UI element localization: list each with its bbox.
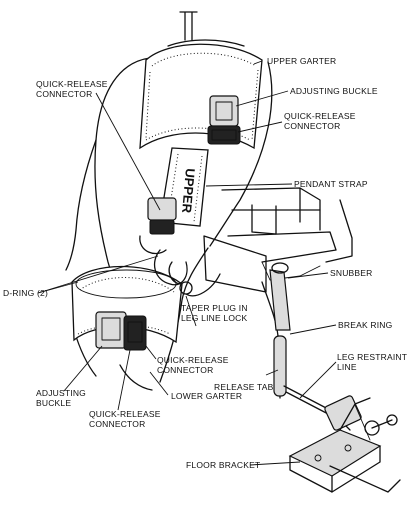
pendant-quick-release xyxy=(139,197,177,255)
label-line: CONNECTOR xyxy=(284,121,341,131)
label-release-tab: RELEASE TAB xyxy=(214,382,274,392)
label-line: QUICK-RELEASE xyxy=(89,409,161,419)
label-line: TAPER PLUG IN xyxy=(181,303,248,313)
leader-lines xyxy=(37,60,337,466)
label-break-ring: BREAK RING xyxy=(338,320,393,330)
label-upper-garter: UPPER GARTER xyxy=(267,56,337,66)
label-floor-bracket: FLOOR BRACKET xyxy=(186,460,261,470)
label-quick-release-middle: QUICK-RELEASE CONNECTOR xyxy=(157,355,229,375)
label-line: CONNECTOR xyxy=(36,89,93,99)
label-line: CONNECTOR xyxy=(157,365,214,375)
upper-garter xyxy=(139,39,263,150)
lower-buckles xyxy=(95,311,147,351)
label-line: LINE xyxy=(337,362,357,372)
label-d-ring: D-RING (2) xyxy=(3,288,48,298)
label-quick-release-top-left: QUICK-RELEASE CONNECTOR xyxy=(36,79,108,99)
label-pendant-strap: PENDANT STRAP xyxy=(294,179,368,189)
label-snubber: SNUBBER xyxy=(330,268,373,278)
label-line: QUICK-RELEASE xyxy=(36,79,108,89)
strap-print-upper: UPPER xyxy=(179,168,198,215)
label-lower-garter: LOWER GARTER xyxy=(171,391,243,401)
label-line: ADJUSTING xyxy=(36,388,86,398)
upper-adjusting-buckle xyxy=(207,95,241,145)
leg-line xyxy=(185,262,351,431)
label-line: LEG RESTRAINT xyxy=(337,352,408,362)
label-line: LEG LINE LOCK xyxy=(181,313,248,323)
label-line: BUCKLE xyxy=(36,398,72,408)
label-line: QUICK-RELEASE xyxy=(284,111,356,121)
label-line: CONNECTOR xyxy=(89,419,146,429)
label-adjusting-buckle-top: ADJUSTING BUCKLE xyxy=(290,86,378,96)
label-quick-release-bottom: QUICK-RELEASE CONNECTOR xyxy=(89,409,161,429)
label-leg-restraint-line: LEG RESTRAINT LINE xyxy=(337,352,407,372)
label-quick-release-top-right: QUICK-RELEASE CONNECTOR xyxy=(284,111,356,131)
floor-bracket-shape xyxy=(288,395,401,493)
label-line: QUICK-RELEASE xyxy=(157,355,229,365)
label-adjusting-buckle-bottom: ADJUSTING BUCKLE xyxy=(36,388,86,408)
label-taper-plug: TAPER PLUG IN LEG LINE LOCK xyxy=(181,303,248,323)
seat-frame xyxy=(179,11,353,293)
